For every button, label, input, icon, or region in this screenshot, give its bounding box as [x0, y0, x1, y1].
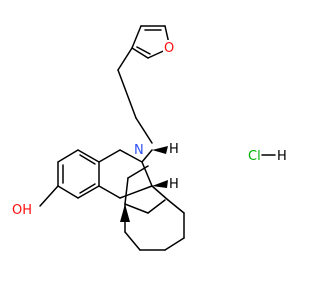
- stereo-h-label: H: [169, 142, 179, 157]
- aromatic-double-bond: [79, 183, 96, 194]
- cyclohexane-bond: [167, 199, 185, 214]
- aromatic-ring: [57, 149, 100, 199]
- chain-bond: [117, 47, 133, 71]
- furan-bond: [131, 25, 142, 49]
- chain-bond: [135, 117, 153, 144]
- cyclohexane-bond: [147, 199, 166, 214]
- cyclohexane-bond: [151, 185, 169, 201]
- skeleton-bond: [119, 185, 153, 199]
- furan-double-bond: [136, 46, 151, 55]
- cyclohexane-bond: [124, 203, 149, 214]
- wedge-bond: [152, 180, 168, 188]
- ethyl-linker: [117, 47, 153, 144]
- bridge-bond: [124, 177, 129, 205]
- aromatic-bond: [77, 185, 100, 199]
- molecule-drawing: O N OH H H Cl H: [12, 25, 287, 251]
- aromatic-bond: [57, 185, 79, 199]
- label-background: [163, 40, 175, 54]
- wedge-bond: [152, 146, 168, 154]
- atom-labels: O N OH H H Cl H: [12, 40, 287, 218]
- skeleton-bond: [98, 149, 121, 163]
- stereo-h-label: H: [169, 177, 179, 192]
- cyclohexane-bond: [164, 237, 185, 251]
- cyclohexane-bond: [124, 231, 141, 251]
- chlorine-label: Cl: [248, 149, 261, 164]
- furan-oxygen-label: O: [164, 41, 174, 56]
- furan-bond: [131, 47, 149, 59]
- aromatic-double-bond: [79, 154, 96, 165]
- structure-canvas: O N OH H H Cl H: [12, 25, 287, 251]
- morphinan-skeleton: [98, 149, 185, 251]
- wedge-bond: [120, 204, 130, 222]
- skeleton-bond: [141, 161, 153, 187]
- aromatic-bond: [57, 149, 79, 163]
- stereo-wedges: [120, 146, 168, 222]
- label-background: [133, 142, 144, 156]
- hydroxyl-label: OH: [12, 203, 32, 218]
- bridge-bond: [127, 165, 149, 179]
- aromatic-bond: [77, 149, 100, 163]
- hydroxyl-bond: [39, 185, 59, 207]
- skeleton-bond: [141, 149, 153, 163]
- skeleton-bond: [119, 149, 143, 163]
- salt-hydrogen-label: H: [277, 149, 287, 164]
- chain-bond: [117, 69, 137, 119]
- nitrogen-label: N: [134, 143, 144, 158]
- skeleton-bond: [98, 185, 121, 199]
